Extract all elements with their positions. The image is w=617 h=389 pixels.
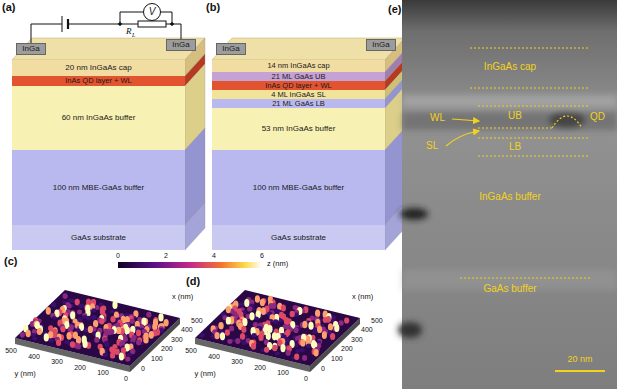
axis-tick: 400	[361, 326, 373, 333]
layer-text: 100 nm MBE-GaAs buffer	[53, 184, 144, 192]
layer-band: InAs QD layer + WL	[12, 76, 185, 86]
tem-label: WL	[430, 113, 445, 123]
colorbar-tick: 2	[164, 252, 168, 259]
panel-label: (d)	[186, 276, 200, 287]
axis-tick: 0	[304, 375, 308, 382]
axis-tick: 500	[185, 347, 197, 354]
axis-tick: 100	[277, 369, 289, 376]
resistor-subscript: L	[132, 32, 135, 38]
axis-tick: 100	[151, 355, 163, 362]
axis-title: y (nm)	[194, 370, 215, 378]
colorbar-tick: 4	[212, 252, 216, 259]
tem-label: SL	[426, 141, 438, 151]
layer-text: 60 nm InGaAs buffer	[62, 114, 136, 122]
axis-tick: 200	[341, 345, 353, 352]
contact-pad: InGa	[216, 43, 246, 55]
layer-text: GaAs substrate	[271, 234, 326, 242]
contact-pad: InGa	[166, 39, 196, 51]
axis-tick: 300	[231, 358, 243, 365]
layer-text: InGa	[222, 45, 239, 53]
layer-text: InGa	[22, 45, 39, 53]
tem-label: LB	[509, 142, 521, 152]
axis-tick: 300	[351, 336, 363, 343]
panel-label: (b)	[206, 2, 220, 13]
layer-text: InGa	[372, 41, 389, 49]
layer-band: 20 nm InGaAs cap	[12, 60, 185, 76]
axis-tick: 400	[28, 353, 40, 360]
colorbar-tick: 0	[116, 252, 120, 259]
layer-text: V	[149, 7, 156, 17]
layer-band: 53 nm InGaAs buffer	[212, 108, 385, 150]
axis-tick: 0	[321, 365, 325, 372]
layer-band: 60 nm InGaAs buffer	[12, 86, 185, 150]
colorbar-title: z (nm)	[267, 260, 288, 268]
axis-title: x (nm)	[352, 293, 373, 301]
layer-text: 21 ML GaAs UB	[272, 73, 326, 81]
layer-text: 14 nm InGaAs cap	[267, 62, 329, 70]
panel-label: (c)	[4, 256, 17, 267]
layer-text: 4 ML InGaAs SL	[271, 91, 326, 99]
layer-text: InAs QD layer + WL	[265, 82, 331, 90]
axis-tick: 200	[74, 364, 86, 371]
layer-band: 14 nm InGaAs cap	[212, 60, 385, 72]
contact-pad: InGa	[16, 43, 46, 55]
colorbar-tick: 6	[260, 252, 264, 259]
axis-title: y (nm)	[14, 370, 35, 378]
layer-text: 21 ML GaAs LB	[272, 100, 325, 108]
axis-tick: 500	[5, 347, 17, 354]
tem-label: GaAs buffer	[483, 284, 536, 294]
axis-tick: 400	[208, 353, 220, 360]
axis-title: x (nm)	[172, 293, 193, 301]
axis-tick: 400	[181, 326, 193, 333]
layer-text: InGa	[172, 41, 189, 49]
tem-label: UB	[508, 111, 522, 121]
scale-bar-label: 20 nm	[567, 355, 592, 364]
layer-text: 100 nm MBE-GaAs buffer	[253, 184, 344, 192]
layer-band: 100 nm MBE-GaAs buffer	[12, 150, 185, 225]
layer-band: GaAs substrate	[212, 225, 385, 250]
axis-tick: 500	[191, 317, 203, 324]
axis-tick: 500	[371, 317, 383, 324]
axis-tick: 100	[331, 355, 343, 362]
colorbar	[118, 262, 262, 268]
panel-label: (a)	[2, 2, 15, 13]
afm-surfaces	[15, 290, 360, 372]
axis-tick: 200	[161, 345, 173, 352]
contact-pad: InGa	[366, 39, 396, 51]
layer-band: GaAs substrate	[12, 225, 185, 250]
voltmeter-circle: V	[143, 3, 161, 21]
axis-tick: 300	[171, 336, 183, 343]
axis-tick: 0	[124, 375, 128, 382]
axis-tick: 300	[51, 358, 63, 365]
resistor-label: R	[126, 27, 132, 36]
layer-band: 21 ML GaAs UB	[212, 72, 385, 81]
layer-band: 100 nm MBE-GaAs buffer	[212, 150, 385, 225]
layer-band: 4 ML InGaAs SL	[212, 90, 385, 99]
layer-text: GaAs substrate	[71, 234, 126, 242]
layer-text: 20 nm InGaAs cap	[65, 64, 131, 72]
layer-band: InAs QD layer + WL	[212, 81, 385, 90]
axis-tick: 100	[97, 369, 109, 376]
tem-label: InGaAs buffer	[479, 192, 541, 202]
layer-text: InAs QD layer + WL	[65, 77, 131, 85]
tem-label: QD	[590, 112, 605, 122]
layer-band: 21 ML GaAs LB	[212, 99, 385, 108]
axis-tick: 200	[254, 364, 266, 371]
panel-label: (e)	[388, 4, 401, 15]
layer-blocks	[12, 38, 405, 250]
tem-image	[398, 0, 617, 389]
tem-label: InGaAs cap	[484, 62, 536, 72]
layer-text: 53 nm InGaAs buffer	[262, 125, 336, 133]
axis-tick: 0	[141, 365, 145, 372]
